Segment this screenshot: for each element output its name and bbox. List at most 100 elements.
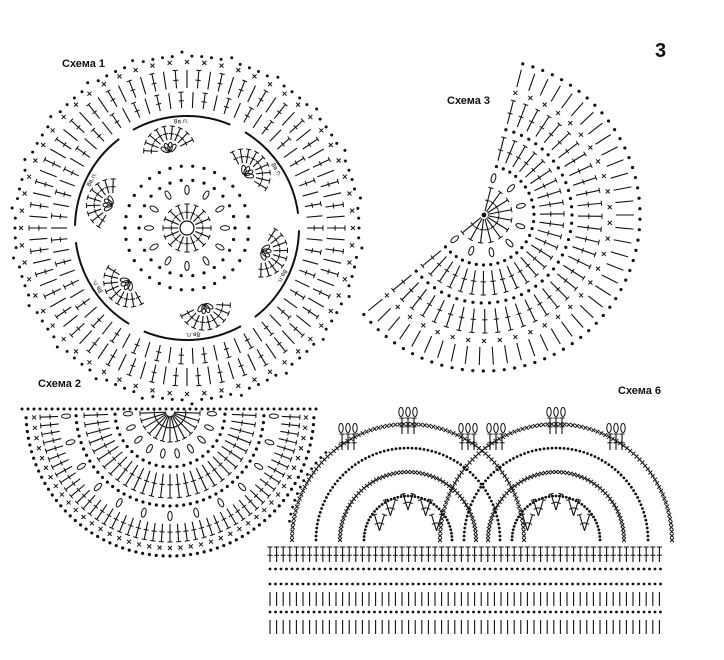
puff-stitch-mark [561, 407, 565, 416]
chain-stitch-dot [353, 188, 356, 191]
chain-stitch-dot [368, 568, 371, 571]
chain-stitch-dot [447, 522, 450, 525]
chain-stitch-dot [223, 413, 226, 416]
puff-stitch-mark [346, 423, 350, 432]
single-crochet-mark [402, 470, 406, 474]
chain-stitch-dot [191, 274, 194, 277]
chain-stitch-dot [312, 416, 315, 419]
chain-stitch-dot [210, 397, 213, 400]
chain-stitch-dot [273, 509, 276, 512]
chain-stitch-dot [511, 535, 514, 538]
double-crochet-mark [534, 180, 556, 190]
chain-stitch-dot [560, 583, 563, 586]
chain-stitch-dot [124, 238, 127, 241]
single-crochet-mark [283, 360, 287, 364]
chain-stitch-dot [385, 335, 388, 338]
single-crochet-mark [254, 515, 258, 519]
single-crochet-mark [99, 527, 103, 531]
chain-stitch-dot [469, 471, 472, 474]
chain-stitch-dot [303, 408, 306, 411]
chain-stitch-dot [509, 459, 512, 462]
double-crochet-mark [174, 412, 200, 413]
chain-stitch-dot [203, 550, 206, 553]
chain-stitch-dot [220, 58, 223, 61]
chain-stitch-dot [511, 583, 514, 586]
double-crochet-mark [506, 141, 515, 163]
single-crochet-mark [569, 472, 573, 476]
stitch-bar [136, 527, 141, 528]
chain-stitch-dot [520, 293, 523, 296]
chain-stitch-dot [37, 469, 40, 472]
chain-stitch-dot [470, 503, 473, 506]
double-crochet-mark [208, 366, 211, 384]
chain-stitch-dot [63, 408, 66, 411]
single-crochet-mark [41, 309, 45, 313]
chain-stitch-dot [654, 583, 657, 586]
chain-stitch-dot [564, 246, 567, 249]
chain-stitch-dot [567, 189, 570, 192]
chain-stitch-dot [324, 611, 327, 614]
chain-stitch-dot [158, 282, 161, 285]
chain-stitch-dot [621, 568, 624, 571]
single-crochet-mark [391, 472, 395, 476]
double-crochet-mark [118, 354, 126, 370]
single-crochet-mark [528, 96, 532, 100]
chain-stitch-dot [315, 535, 318, 538]
chain-stitch-dot [419, 447, 422, 450]
chain-stitch-dot [111, 485, 114, 488]
double-crochet-mark [430, 257, 446, 275]
chain-stitch-dot [363, 535, 366, 538]
chain-stitch-dot [468, 261, 471, 264]
stitch-top [320, 250, 321, 255]
single-crochet-mark [150, 64, 154, 68]
chain-stitch-dot [401, 611, 404, 614]
chain-stitch-dot [484, 479, 487, 482]
double-crochet-mark [266, 344, 276, 359]
chain-stitch-dot [318, 611, 321, 614]
stitch-bar [550, 221, 551, 226]
chain-stitch-dot [381, 503, 384, 506]
chain-stitch-dot [549, 611, 552, 614]
chain-stitch-dot [282, 499, 285, 502]
chain-stitch-dot [24, 169, 27, 172]
chain-stitch-dot [420, 276, 423, 279]
single-crochet-mark [602, 174, 606, 178]
double-crochet-mark [571, 314, 583, 328]
chain-stitch-dot [207, 408, 210, 411]
chain-stitch-dot [367, 519, 370, 522]
stitch-top [175, 440, 180, 441]
stitch-top [160, 440, 165, 441]
double-crochet-mark [61, 473, 76, 483]
chain-stitch-dot [475, 263, 478, 266]
stitch-bar [217, 372, 222, 373]
single-crochet-mark [237, 527, 241, 531]
double-crochet-mark [538, 230, 561, 237]
stitch-top [185, 541, 190, 542]
single-crochet-mark [385, 293, 389, 297]
chain-stitch-dot [527, 568, 530, 571]
single-crochet-mark [62, 337, 66, 341]
stitch-top [269, 178, 270, 183]
chain-stitch-dot [319, 511, 322, 514]
chain-stitch-dot [505, 568, 508, 571]
single-crochet-mark [298, 497, 302, 501]
stitch-bar [485, 200, 490, 201]
single-crochet-mark [23, 261, 27, 265]
single-crochet-mark [509, 431, 513, 435]
chain-stitch-dot [28, 304, 31, 307]
chain-stitch-dot [594, 519, 597, 522]
chain-stitch-dot [494, 611, 497, 614]
chain-stitch-dot [472, 611, 475, 614]
single-crochet-mark [304, 415, 308, 419]
single-crochet-mark [253, 378, 257, 382]
stitch-bar [151, 531, 156, 532]
chain-count-label: 8в.п. [185, 330, 201, 338]
single-crochet-mark [448, 430, 452, 434]
stitch-bar [540, 126, 544, 129]
double-crochet-mark [434, 300, 444, 322]
double-crochet-mark [88, 104, 99, 118]
chain-stitch-dot [92, 465, 95, 468]
chain-stitch-dot [571, 448, 574, 451]
double-crochet-mark [71, 323, 84, 335]
